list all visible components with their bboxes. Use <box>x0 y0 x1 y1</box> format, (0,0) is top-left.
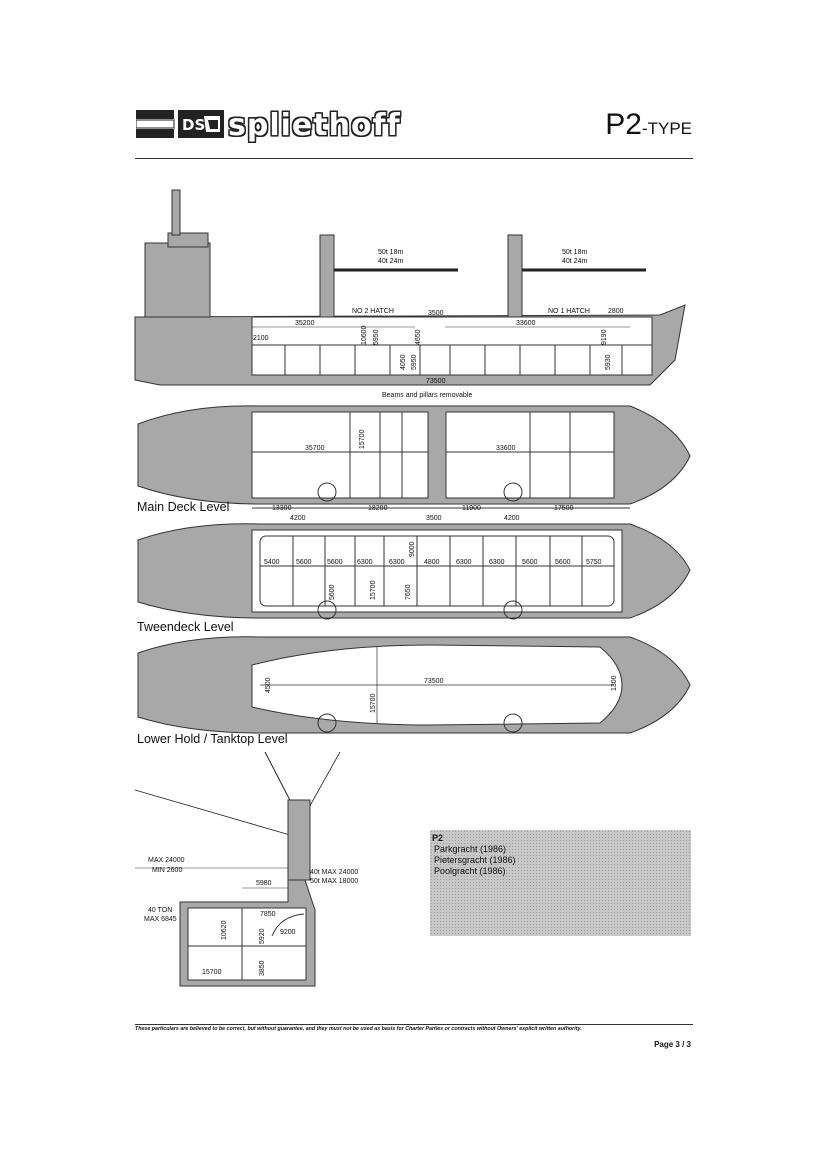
lower-hold-dim-4500: 4500 <box>265 677 272 693</box>
profile-dim-10600: 10600 <box>361 325 368 345</box>
tweendeck-bay-8: 6300 <box>489 559 505 566</box>
tweendeck-bay-10: 5600 <box>555 559 571 566</box>
ship-list-box: P2 Parkgracht (1986) Pietersgracht (1986… <box>430 830 691 936</box>
section-dim-10620: 10620 <box>221 920 228 940</box>
tweendeck-bay-5: 6300 <box>389 559 405 566</box>
main-deck-level-label: Main Deck Level <box>137 500 230 514</box>
main-deck-offsets: 4200 3500 4200 <box>290 515 520 522</box>
main-deck-dim-15700: 15700 <box>359 429 366 449</box>
tweendeck-dim-5600: 5600 <box>329 584 336 600</box>
cross-section: MAX 24000 MIN 2600 5980 40t MAX 24000 50… <box>134 751 358 987</box>
lower-hold-level-label: Lower Hold / Tanktop Level <box>137 732 288 746</box>
section-dim-15700: 15700 <box>202 969 222 976</box>
main-deck-dim-17500: 17500 <box>554 505 574 512</box>
header-divider <box>135 158 693 159</box>
crane-aft-spec-1: 50t 18m <box>378 249 403 256</box>
section-dim-7850: 7850 <box>260 911 276 918</box>
profile-dim-35200: 35200 <box>295 320 315 327</box>
profile-dim-5950b: 5950 <box>411 354 418 370</box>
tweendeck-bay-6: 4800 <box>424 559 440 566</box>
main-deck-plan: 35700 15700 33600 13300 18200 11900 1750… <box>137 405 691 512</box>
lower-hold-dim-73500: 73500 <box>424 678 444 685</box>
section-max-6845: MAX 6845 <box>144 916 177 923</box>
profile-dim-33600: 33600 <box>516 320 536 327</box>
tweendeck-bay-3: 5600 <box>327 559 343 566</box>
profile-dim-2800: 2800 <box>608 308 624 315</box>
main-deck-dim-4200a: 4200 <box>290 515 306 522</box>
tweendeck-plan: 5400 5600 5600 6300 6300 4800 6300 6300 … <box>137 523 691 620</box>
section-dim-3850: 3850 <box>259 960 266 976</box>
disclaimer: These particulars are believed to be cor… <box>135 1024 693 1032</box>
profile-total-length: 73500 <box>426 378 446 385</box>
tweendeck-dim-9000: 9000 <box>409 541 416 557</box>
ship-list-item: Poolgracht (1986) <box>434 866 506 876</box>
section-min-2600: MIN 2600 <box>152 867 182 874</box>
profile-note: Beams and pillars removable <box>382 392 472 399</box>
main-deck-dim-11900: 11900 <box>462 505 481 512</box>
profile-view: 50t 18m 40t 24m 50t 18m 40t 24m NO 2 HAT… <box>134 189 686 399</box>
tweendeck-dim-15700: 15700 <box>370 580 377 600</box>
ship-list-item: Parkgracht (1986) <box>434 844 507 854</box>
lower-hold-plan: 73500 4500 15700 1300 <box>137 636 691 734</box>
main-deck-dim-18200: 18200 <box>368 505 388 512</box>
section-max-24000: MAX 24000 <box>148 857 185 864</box>
main-deck-dim-3500: 3500 <box>426 515 442 522</box>
profile-dim-4050: 4050 <box>400 354 407 370</box>
crane-fwd-spec-2: 40t 24m <box>562 258 587 265</box>
tweendeck-bay-2: 5600 <box>296 559 312 566</box>
ship-type-main: P2 <box>605 108 642 141</box>
profile-dim-9190: 9190 <box>601 329 608 345</box>
ship-type-title: P2-TYPE <box>605 108 692 142</box>
ship-list-title: P2 <box>432 833 444 843</box>
page-number: Page 3 / 3 <box>654 1040 691 1049</box>
ship-type-suffix: -TYPE <box>641 119 692 138</box>
main-deck-dim-13300: 13300 <box>272 505 292 512</box>
section-40-ton: 40 TON <box>148 907 172 914</box>
company-logo: DS <box>135 110 224 138</box>
svg-text:DS: DS <box>182 116 205 134</box>
tweendeck-dim-7650: 7650 <box>405 584 412 600</box>
tweendeck-bay-11: 5750 <box>586 559 602 566</box>
brand-name: spliethoff <box>228 108 401 143</box>
section-dim-5980: 5980 <box>256 880 272 887</box>
main-deck-dim-33600: 33600 <box>496 445 516 452</box>
section-dim-9200: 9200 <box>280 929 296 936</box>
section-40t-max: 40t MAX 24000 <box>310 869 358 876</box>
tweendeck-level-label: Tweendeck Level <box>137 620 234 634</box>
lower-hold-dim-1300: 1300 <box>611 675 618 691</box>
hatch-no1-label: NO 1 HATCH <box>548 308 590 315</box>
tweendeck-bay-4: 6300 <box>357 559 373 566</box>
profile-dim-4650: 4650 <box>415 329 422 345</box>
tweendeck-bay-9: 5600 <box>522 559 538 566</box>
profile-dim-2100: 2100 <box>253 335 269 342</box>
profile-dim-3500: 3500 <box>428 310 444 317</box>
section-dim-5920: 5920 <box>259 928 266 944</box>
section-50t-max: 50t MAX 18000 <box>310 878 358 885</box>
main-deck-dim-35700: 35700 <box>305 445 325 452</box>
main-deck-dim-4200b: 4200 <box>504 515 520 522</box>
crane-fwd-spec-1: 50t 18m <box>562 249 587 256</box>
lower-hold-dim-15700: 15700 <box>370 693 377 713</box>
crane-aft-spec-2: 40t 24m <box>378 258 403 265</box>
tweendeck-bay-7: 6300 <box>456 559 472 566</box>
ship-list-item: Pietersgracht (1986) <box>434 855 516 865</box>
tweendeck-bay-1: 5400 <box>264 559 280 566</box>
profile-dim-5930: 5930 <box>605 354 612 370</box>
profile-dim-5950a: 5950 <box>373 329 380 345</box>
hatch-no2-label: NO 2 HATCH <box>352 308 394 315</box>
